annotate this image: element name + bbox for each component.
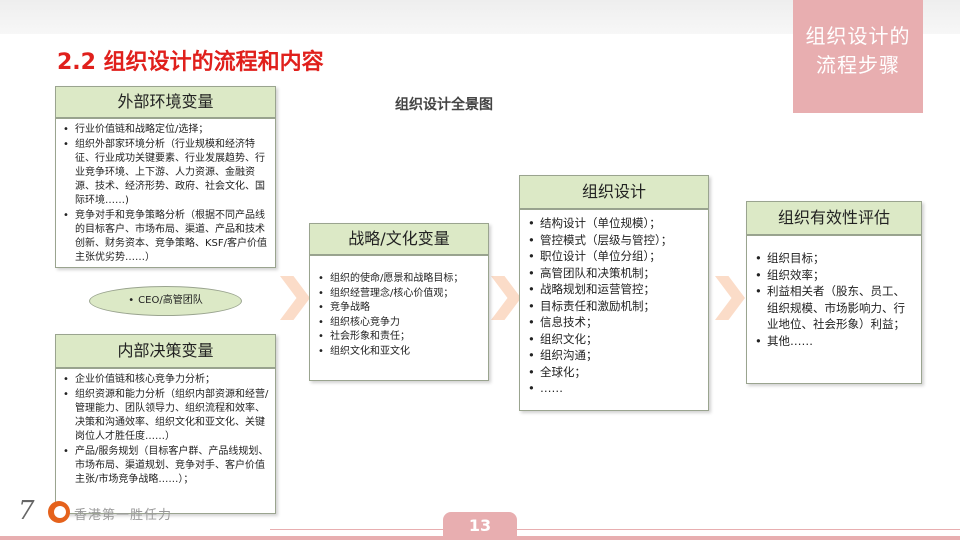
list-item: 组织目标； [755,250,915,267]
strategy-heading: 战略/文化变量 [309,223,489,255]
external-body: 行业价值链和战略定位/选择； 组织外部家环境分析（行业规模和经济特征、行业成功关… [55,118,276,268]
section-tag: 组织设计的 流程步骤 [793,0,923,113]
section-tag-line-1: 组织设计的 [805,24,911,48]
internal-heading: 内部决策变量 [55,334,276,368]
list-item: 组织核心竞争力 [318,316,482,331]
evaluation-body: 组织目标； 组织效率； 利益相关者（股东、员工、组织规模、市场影响力、行业地位、… [746,235,922,384]
company-logo: 7 香港第一胜任力 [18,496,198,526]
list-item: 组织资源和能力分析（组织内部资源和经营/管理能力、团队领导力、组织流程和效率、决… [63,388,269,444]
strategy-block: 战略/文化变量 组织的使命/愿景和战略目标； 组织经营理念/核心价值观； 竞争战… [309,223,489,381]
logo-text: 香港第一胜任力 [74,508,173,523]
design-body: 结构设计（单位规模）； 管控模式（层级与管控）； 职位设计（单位分组）； 高管团… [519,209,709,411]
list-item: 其他…… [755,333,915,350]
logo-c-mark-icon [48,501,70,523]
list-item: 组织沟通； [528,347,702,364]
list-item: 产品/服务规划（目标客户群、产品线规划、市场布局、渠道规划、竞争对手、客户价值主… [63,445,269,487]
page-number: 13 [443,512,517,540]
list-item: …… [528,380,702,397]
list-item: 组织文化和亚文化 [318,345,482,360]
list-item: 全球化； [528,364,702,381]
external-block: 外部环境变量 行业价值链和战略定位/选择； 组织外部家环境分析（行业规模和经济特… [55,86,276,268]
external-heading: 外部环境变量 [55,86,276,118]
arrow-external-to-strategy [280,276,310,320]
internal-block: 内部决策变量 企业价值链和核心竞争力分析； 组织资源和能力分析（组织内部资源和经… [55,334,276,514]
list-item: 职位设计（单位分组）； [528,248,702,265]
list-item: 组织经营理念/核心价值观； [318,287,482,302]
arrow-strategy-to-design [491,276,521,320]
list-item: 目标责任和激励机制； [528,298,702,315]
list-item: 竞争对手和竞争策略分析（根据不同产品线的目标客户、市场布局、渠道、产品和技术创新… [63,209,269,265]
evaluation-block: 组织有效性评估 组织目标； 组织效率； 利益相关者（股东、员工、组织规模、市场影… [746,201,922,384]
list-item: 组织文化； [528,331,702,348]
diagram-title: 组织设计全景图 [395,97,493,113]
evaluation-list: 组织目标； 组织效率； 利益相关者（股东、员工、组织规模、市场影响力、行业地位、… [755,250,915,349]
list-item: 行业价值链和战略定位/选择； [63,123,269,137]
list-item: 管控模式（层级与管控）； [528,232,702,249]
external-list: 行业价值链和战略定位/选择； 组织外部家环境分析（行业规模和经济特征、行业成功关… [63,123,269,265]
ceo-ellipse: •CEO/高管团队 [89,286,242,316]
arrow-design-to-evaluation [715,276,745,320]
ceo-label: CEO/高管团队 [138,295,203,306]
bottom-divider [270,529,960,530]
page-title: 2.2 组织设计的流程和内容 [57,50,324,75]
section-tag-line-2: 流程步骤 [816,53,900,77]
list-item: 企业价值链和核心竞争力分析； [63,373,269,387]
strategy-list: 组织的使命/愿景和战略目标； 组织经营理念/核心价值观； 竞争战略 组织核心竞争… [318,272,482,359]
logo-number: 7 [18,496,35,526]
design-list: 结构设计（单位规模）； 管控模式（层级与管控）； 职位设计（单位分组）； 高管团… [528,215,702,397]
list-item: 组织效率； [755,267,915,284]
evaluation-heading: 组织有效性评估 [746,201,922,235]
list-item: 信息技术； [528,314,702,331]
list-item: 组织的使命/愿景和战略目标； [318,272,482,287]
bullet-dot: • [128,295,135,306]
list-item: 战略规划和运营管控； [528,281,702,298]
internal-list: 企业价值链和核心竞争力分析； 组织资源和能力分析（组织内部资源和经营/管理能力、… [63,373,269,487]
list-item: 社会形象和责任； [318,330,482,345]
design-block: 组织设计 结构设计（单位规模）； 管控模式（层级与管控）； 职位设计（单位分组）… [519,175,709,411]
list-item: 竞争战略 [318,301,482,316]
list-item: 高管团队和决策机制； [528,265,702,282]
design-heading: 组织设计 [519,175,709,209]
strategy-body: 组织的使命/愿景和战略目标； 组织经营理念/核心价值观； 竞争战略 组织核心竞争… [309,255,489,381]
list-item: 结构设计（单位规模）； [528,215,702,232]
list-item: 组织外部家环境分析（行业规模和经济特征、行业成功关键要素、行业发展趋势、行业竞争… [63,138,269,208]
internal-body: 企业价值链和核心竞争力分析； 组织资源和能力分析（组织内部资源和经营/管理能力、… [55,368,276,514]
bottom-rule [0,536,960,540]
list-item: 利益相关者（股东、员工、组织规模、市场影响力、行业地位、社会形象）利益； [755,283,915,333]
